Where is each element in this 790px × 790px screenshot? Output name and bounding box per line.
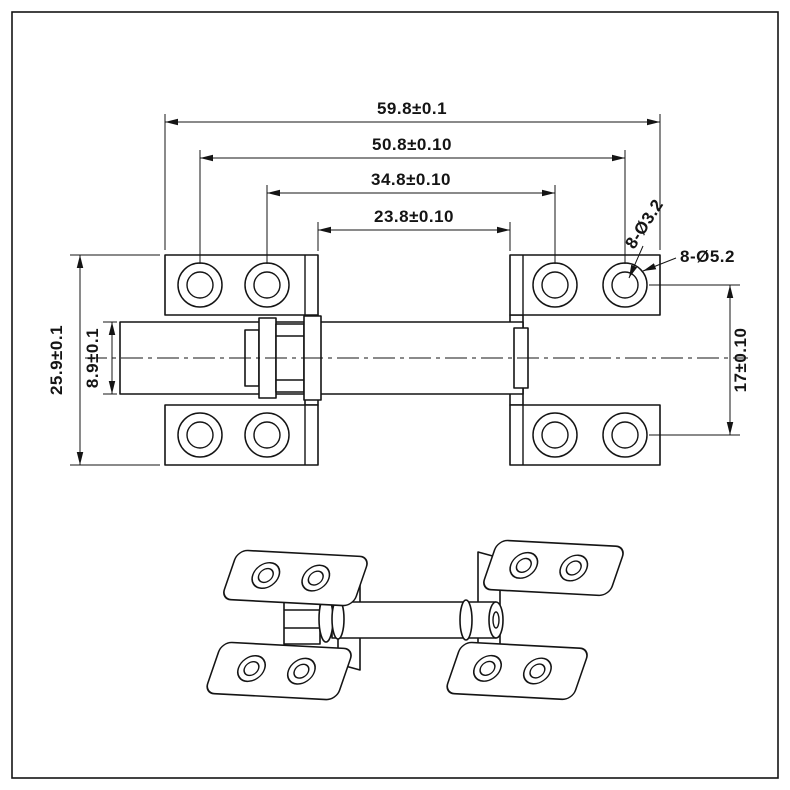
hole-inner xyxy=(253,271,281,299)
plate-hole-inner xyxy=(515,557,532,573)
plate-hole-inner xyxy=(307,570,324,586)
orthographic-view: 59.8±0.1 50.8±0.10 34.8±0.10 23.8±0.10 2… xyxy=(47,99,750,466)
dim-label-vertical-hole-span: 17±0.10 xyxy=(731,328,750,393)
pictorial-plate-bottom-right xyxy=(446,641,588,701)
dim-label-overall-width: 59.8±0.1 xyxy=(377,99,447,118)
hole-inner xyxy=(611,271,639,299)
hole-inner xyxy=(541,271,569,299)
hole-inner xyxy=(253,421,281,449)
pictorial-barrel xyxy=(283,585,504,645)
pictorial-right-collar xyxy=(459,599,473,641)
screw-holes xyxy=(177,262,648,458)
plate-face xyxy=(483,539,624,597)
plate-hole-inner xyxy=(257,567,274,584)
plate-hole-inner xyxy=(529,663,546,679)
plate-face xyxy=(223,549,368,607)
dim-label-overall-height: 25.9±0.1 xyxy=(47,325,66,395)
dim-label-inner-hole-span: 34.8±0.10 xyxy=(371,170,451,189)
dimension-overall-width: 59.8±0.1 xyxy=(164,99,661,250)
callout-label-large-hole: 8-Ø5.2 xyxy=(680,247,735,266)
pictorial-pin-end xyxy=(492,611,500,629)
plate-face xyxy=(206,641,352,701)
callout-large-hole: 8-Ø5.2 xyxy=(642,247,735,272)
hole-inner xyxy=(186,421,214,449)
plate-hole-inner xyxy=(565,560,582,576)
dim-label-outer-hole-span: 50.8±0.10 xyxy=(372,135,452,154)
pictorial-plate-top-right xyxy=(483,539,624,597)
leader-line xyxy=(642,257,677,272)
dimension-inner-hole-span: 34.8±0.10 xyxy=(266,170,556,264)
plate-hole-inner xyxy=(479,660,496,676)
dimension-barrel-height: 8.9±0.1 xyxy=(83,321,117,395)
hole-inner xyxy=(541,421,569,449)
sheet-border xyxy=(11,11,779,779)
pictorial-plate-bottom-left xyxy=(206,641,352,701)
dimension-body-gap: 23.8±0.10 xyxy=(317,207,511,251)
leader-line xyxy=(628,245,644,279)
hole-inner xyxy=(186,271,214,299)
dimension-vertical-hole-span: 17±0.10 xyxy=(649,284,750,436)
dim-label-body-gap: 23.8±0.10 xyxy=(374,207,454,226)
dim-label-barrel-height: 8.9±0.1 xyxy=(83,328,102,388)
pictorial-plate-top-left xyxy=(223,549,368,607)
dimension-overall-height: 25.9±0.1 xyxy=(47,254,160,466)
hole-inner xyxy=(611,421,639,449)
plate-face xyxy=(446,641,588,701)
plate-hole-inner xyxy=(243,660,260,677)
pictorial-view xyxy=(206,539,624,701)
plate-hole-inner xyxy=(293,663,310,679)
dimension-outer-hole-span: 50.8±0.10 xyxy=(199,135,626,264)
